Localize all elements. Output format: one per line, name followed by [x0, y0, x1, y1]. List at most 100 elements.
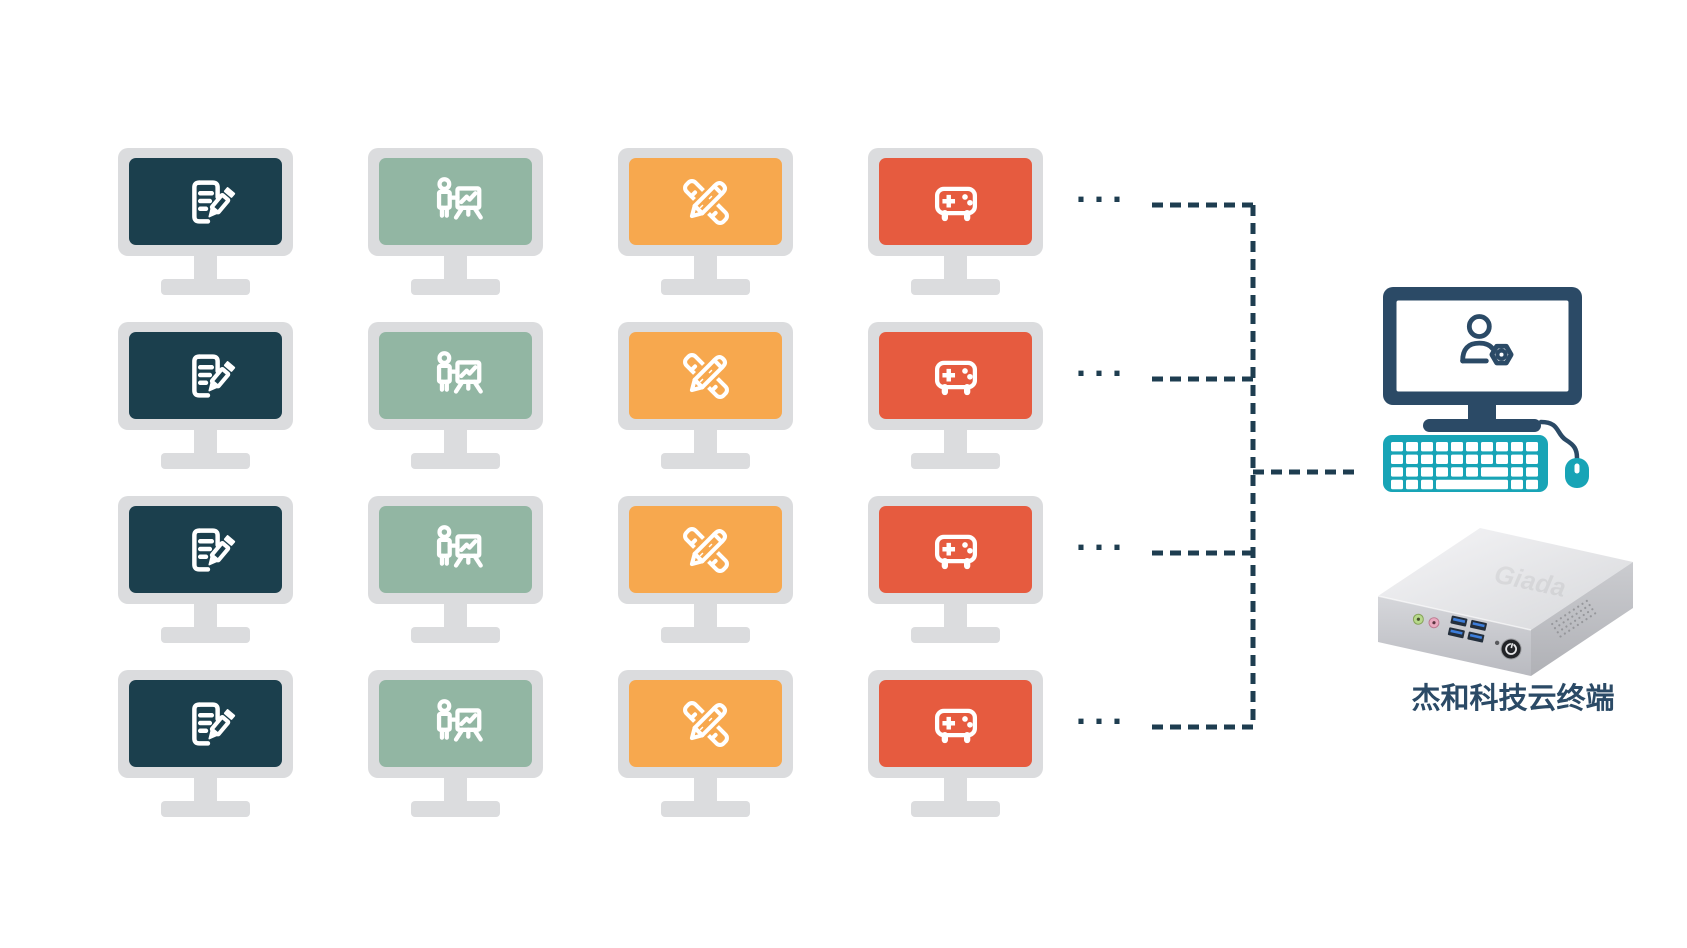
monitor-stand-neck — [444, 604, 467, 627]
monitor-stand-neck — [194, 604, 217, 627]
presentation-chart-icon — [425, 519, 487, 581]
monitor-stand-neck — [694, 430, 717, 453]
ruler-pencil-icon — [675, 171, 737, 233]
mouse-cable — [1538, 419, 1580, 461]
monitor-stand-neck — [944, 604, 967, 627]
client-monitor-gaming-row4 — [868, 670, 1043, 817]
client-monitor-office-documents-row4 — [118, 670, 293, 817]
gamepad-icon — [925, 345, 987, 407]
monitor-screen — [129, 680, 282, 767]
client-monitor-design-tools-row3 — [618, 496, 793, 643]
monitor-stand-base — [161, 453, 250, 469]
monitor-screen — [879, 506, 1032, 593]
monitor-stand-base — [411, 279, 500, 295]
monitor-stand-base — [911, 801, 1000, 817]
audio-out-hole — [1416, 617, 1420, 621]
client-monitor-gaming-row1 — [868, 148, 1043, 295]
monitor-stand-base — [911, 453, 1000, 469]
monitor-stand-neck — [444, 778, 467, 801]
monitor-screen — [379, 506, 532, 593]
monitor-screen — [379, 332, 532, 419]
client-monitor-presentation-training-row1 — [368, 148, 543, 295]
monitor-stand-base — [661, 279, 750, 295]
workstation-stand-base — [1423, 419, 1541, 432]
client-monitor-design-tools-row4 — [618, 670, 793, 817]
reset-hole — [1494, 640, 1500, 646]
gamepad-icon — [925, 171, 987, 233]
monitor-screen — [129, 332, 282, 419]
monitor-stand-neck — [194, 430, 217, 453]
admin-workstation — [1383, 287, 1589, 492]
client-monitor-office-documents-row3 — [118, 496, 293, 643]
monitor-screen — [629, 506, 782, 593]
monitor-stand-neck — [944, 430, 967, 453]
cloud-terminal-device: Giada — [1377, 528, 1633, 676]
monitor-screen — [879, 680, 1032, 767]
client-monitor-presentation-training-row4 — [368, 670, 543, 817]
row-4-ellipsis: ... — [1076, 691, 1131, 732]
monitor-stand-neck — [694, 604, 717, 627]
gamepad-icon — [925, 693, 987, 755]
monitor-stand-neck — [694, 778, 717, 801]
client-monitor-gaming-row2 — [868, 322, 1043, 469]
monitor-stand-base — [911, 279, 1000, 295]
client-monitor-presentation-training-row3 — [368, 496, 543, 643]
power-button — [1500, 638, 1522, 660]
monitor-stand-base — [161, 279, 250, 295]
monitor-screen — [879, 158, 1032, 245]
document-edit-icon — [175, 519, 237, 581]
monitor-stand-neck — [194, 778, 217, 801]
vent-holes — [1551, 599, 1597, 638]
device-front-ports — [1412, 613, 1522, 660]
row-1-ellipsis: ... — [1076, 169, 1131, 210]
monitor-stand-neck — [694, 256, 717, 279]
monitor-screen — [629, 680, 782, 767]
monitor-stand-base — [911, 627, 1000, 643]
document-edit-icon — [175, 171, 237, 233]
monitor-stand-base — [411, 801, 500, 817]
usb-ports — [1447, 615, 1487, 643]
monitor-stand-base — [661, 627, 750, 643]
monitor-screen — [879, 332, 1032, 419]
monitor-screen — [129, 158, 282, 245]
device-right-face — [1531, 562, 1633, 676]
monitor-screen — [129, 506, 282, 593]
monitor-stand-base — [411, 627, 500, 643]
monitor-stand-base — [411, 453, 500, 469]
client-monitor-design-tools-row1 — [618, 148, 793, 295]
monitor-screen — [629, 158, 782, 245]
client-monitor-office-documents-row1 — [118, 148, 293, 295]
workstation-stand-neck — [1468, 405, 1496, 421]
monitor-screen — [629, 332, 782, 419]
presentation-chart-icon — [425, 345, 487, 407]
client-monitor-gaming-row3 — [868, 496, 1043, 643]
mic-hole — [1432, 621, 1436, 625]
row-2-ellipsis: ... — [1076, 343, 1131, 384]
monitor-screen — [379, 680, 532, 767]
client-monitor-design-tools-row2 — [618, 322, 793, 469]
workstation-monitor-screen — [1396, 300, 1569, 392]
document-edit-icon — [175, 345, 237, 407]
monitor-stand-base — [161, 801, 250, 817]
monitor-stand-base — [161, 627, 250, 643]
ruler-pencil-icon — [675, 345, 737, 407]
monitor-stand-neck — [444, 256, 467, 279]
mouse-scroll-wheel — [1574, 463, 1580, 474]
device-front-edge-highlight — [1377, 595, 1532, 631]
ruler-pencil-icon — [675, 693, 737, 755]
ruler-pencil-icon — [675, 519, 737, 581]
keyboard-keys — [1391, 442, 1538, 490]
monitor-screen — [379, 158, 532, 245]
client-monitor-presentation-training-row2 — [368, 322, 543, 469]
client-monitor-office-documents-row2 — [118, 322, 293, 469]
row-3-ellipsis: ... — [1076, 517, 1131, 558]
monitor-stand-neck — [944, 778, 967, 801]
monitor-stand-neck — [944, 256, 967, 279]
document-edit-icon — [175, 693, 237, 755]
device-label: 杰和科技云终端 — [1411, 683, 1615, 715]
presentation-chart-icon — [425, 171, 487, 233]
monitor-stand-neck — [194, 256, 217, 279]
gamepad-icon — [925, 519, 987, 581]
presentation-chart-icon — [425, 693, 487, 755]
